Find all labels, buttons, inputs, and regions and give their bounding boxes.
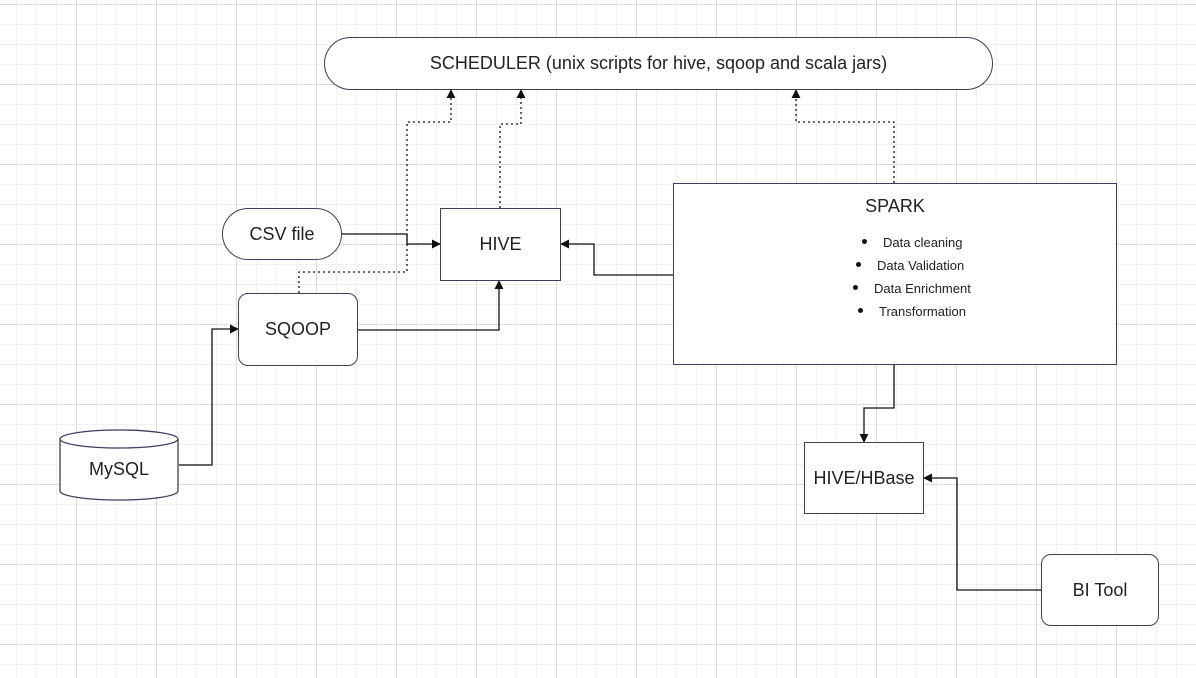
spark-task-label: Data Enrichment <box>874 281 971 296</box>
spark-title: SPARK <box>865 196 925 216</box>
scheduler-label: SCHEDULER (unix scripts for hive, sqoop … <box>429 53 888 73</box>
hive-hbase-label: HIVE/HBase <box>813 467 915 488</box>
mysql-node[interactable]: MySQL <box>59 429 179 501</box>
bi-tool-node[interactable]: BI Tool <box>1041 554 1159 626</box>
bi-tool-label: BI Tool <box>1072 579 1128 600</box>
sqoop-node[interactable]: SQOOP <box>238 293 358 366</box>
edge-spark-to-hive <box>560 239 673 276</box>
mysql-label: MySQL <box>88 459 149 479</box>
spark-task-item: Data cleaning <box>862 235 963 250</box>
edge-mysql-to-sqoop <box>179 324 239 466</box>
scheduler-node[interactable]: SCHEDULER (unix scripts for hive, sqoop … <box>324 37 993 90</box>
spark-task-label: Transformation <box>879 304 966 319</box>
edge-bitool-to-hivehbase <box>923 473 1041 591</box>
spark-task-label: Data Validation <box>877 258 965 273</box>
hive-hbase-node[interactable]: HIVE/HBase <box>804 442 924 514</box>
bullet-icon <box>862 239 867 245</box>
sqoop-label: SQOOP <box>264 319 331 339</box>
spark-task-label: Data cleaning <box>883 235 963 250</box>
edge-sqoop-to-scheduler <box>298 89 456 293</box>
edge-spark-to-scheduler <box>791 89 895 183</box>
spark-task-item: Data Enrichment <box>853 281 971 296</box>
bullet-icon <box>853 285 858 291</box>
csv-file-node[interactable]: CSV file <box>222 208 342 260</box>
edge-spark-to-hivehbase <box>859 365 895 443</box>
edge-sqoop-to-hive <box>358 280 504 331</box>
spark-task-list: Data cleaning Data Validation Data Enric… <box>674 235 1116 335</box>
spark-task-item: Transformation <box>858 304 966 319</box>
bullet-icon <box>858 308 863 314</box>
edge-hive-to-scheduler <box>499 89 526 208</box>
bullet-icon <box>856 262 861 268</box>
spark-node[interactable]: SPARK Data cleaning Data Validation Data… <box>673 183 1117 365</box>
csv-file-label: CSV file <box>249 223 315 244</box>
hive-node[interactable]: HIVE <box>440 208 561 281</box>
hive-label: HIVE <box>479 234 522 254</box>
edge-csv-to-hive <box>342 233 441 249</box>
database-cylinder-icon <box>59 429 179 501</box>
spark-task-item: Data Validation <box>856 258 964 273</box>
